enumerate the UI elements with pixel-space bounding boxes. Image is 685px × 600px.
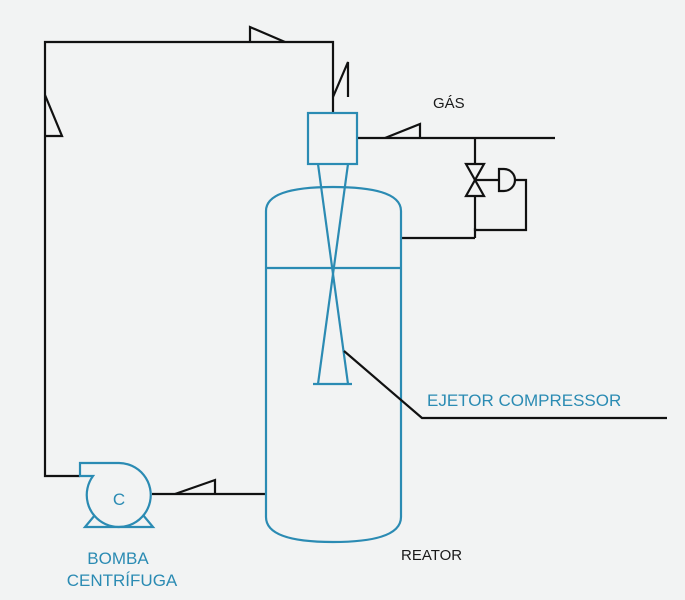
control-valve bbox=[464, 162, 517, 198]
valve-actuator bbox=[497, 167, 517, 193]
ejector-leader-line bbox=[343, 350, 667, 420]
flow-arrow-gas bbox=[384, 122, 422, 140]
centrifugal-pump: C bbox=[78, 461, 156, 529]
gas-line bbox=[357, 136, 555, 240]
ejector-label: EJETOR COMPRESSOR bbox=[427, 391, 621, 410]
pump-label-line2: CENTRÍFUGA bbox=[67, 571, 178, 590]
flow-arrow-left bbox=[43, 94, 64, 138]
pump-label-line1: BOMBA bbox=[87, 549, 149, 568]
recirculation-pipe bbox=[43, 40, 335, 496]
flow-arrow-top bbox=[248, 25, 286, 44]
flow-arrow-right bbox=[331, 61, 350, 98]
reactor-vessel bbox=[264, 185, 403, 544]
gas-label: GÁS bbox=[433, 95, 465, 112]
ejector-head bbox=[306, 111, 359, 166]
reactor-label: REATOR bbox=[401, 547, 462, 564]
ejector-compressor bbox=[306, 111, 359, 386]
flow-arrows bbox=[43, 25, 422, 496]
flow-arrow-pump bbox=[174, 478, 217, 496]
pump-symbol: C bbox=[113, 490, 125, 509]
